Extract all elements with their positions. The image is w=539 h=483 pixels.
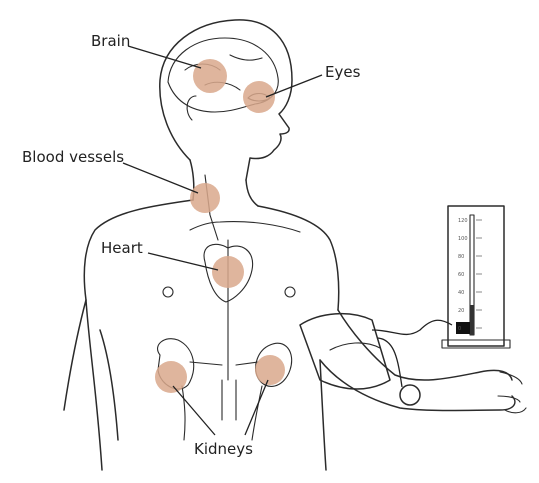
nipple-left (163, 287, 173, 297)
cuff-seam (330, 343, 380, 350)
heart-leader (148, 253, 218, 270)
kidney-left-leader (173, 386, 215, 435)
arm-lower (320, 360, 515, 411)
sphygmomanometer: 120 100 80 60 40 20 0 (442, 206, 510, 348)
kidney-right-leader (245, 380, 268, 435)
scale-tick-label: 40 (458, 290, 464, 296)
label-blood-vessels: Blood vessels (22, 148, 124, 166)
torso-right (258, 206, 339, 310)
label-eyes: Eyes (325, 63, 361, 81)
scale-tick-label: 80 (458, 254, 464, 260)
cuff (300, 314, 390, 389)
label-heart: Heart (101, 239, 143, 257)
kidney-right-highlight (255, 355, 285, 385)
scale-tick-label: 0 (458, 326, 461, 332)
scale-tick-label: 20 (458, 308, 464, 314)
brain-highlight (193, 59, 227, 93)
heart-highlight (212, 256, 244, 288)
neck-right (246, 180, 258, 206)
mercury-level (470, 305, 474, 335)
nipple-right (285, 287, 295, 297)
inflation-bulb (400, 385, 420, 405)
arm-upper (338, 310, 512, 380)
manometer-base (442, 340, 510, 348)
leader-lines (123, 46, 322, 435)
scale-tick-label: 60 (458, 272, 464, 278)
eyes-leader (266, 75, 322, 97)
kidney-left-highlight (155, 361, 187, 393)
eyes-highlight (243, 81, 275, 113)
blood-vessels-highlight (190, 183, 220, 213)
scale-tick-label: 120 (458, 218, 468, 224)
blood-vessels-leader (123, 163, 198, 193)
label-kidneys: Kidneys (194, 440, 253, 458)
scale-tick-label: 100 (458, 236, 468, 242)
label-brain: Brain (91, 32, 130, 50)
arm-with-cuff (300, 310, 526, 413)
brain-leader (128, 46, 201, 68)
manometer-tube (372, 320, 452, 334)
waist-right (320, 360, 326, 470)
left-arm (64, 300, 118, 440)
organ-highlights (155, 59, 285, 393)
